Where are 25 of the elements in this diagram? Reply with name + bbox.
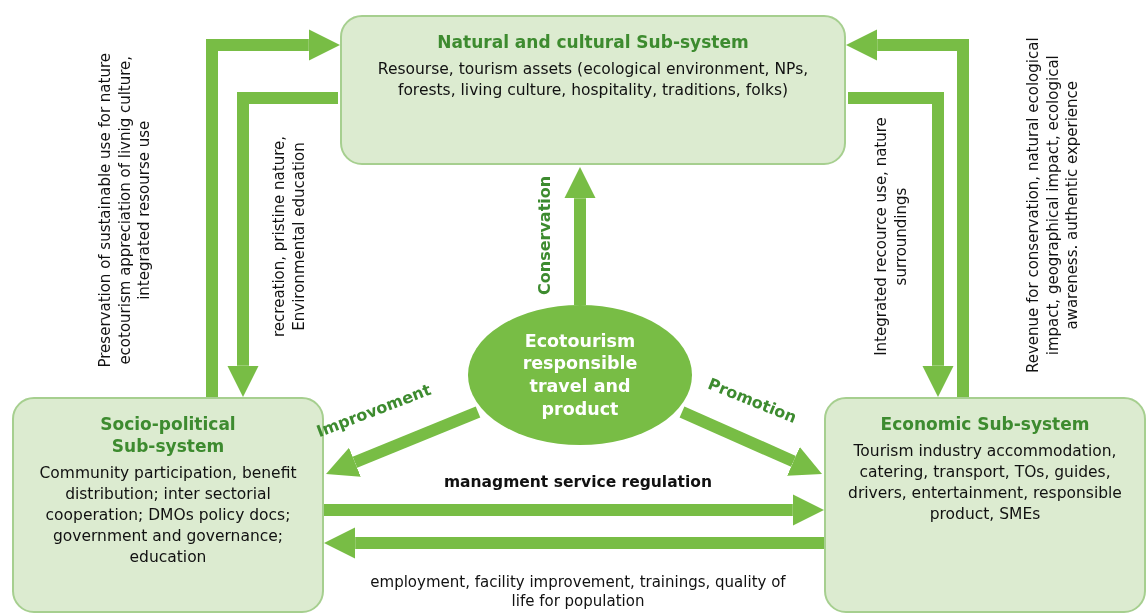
arrow [206,29,340,397]
node-description: Resourse, tourism assets (ecological environment, NPs, forests, living culture, hospitality, traditions, folks) [376,59,810,101]
arrow [324,494,824,526]
arrow [848,92,954,397]
arrow [846,29,969,397]
arrow [564,167,596,305]
subsystem-box [340,15,846,165]
node-description: Tourism industry accommodation, catering, transport, TOs, guides, drivers, entertainment, responsible product, SMEs [847,441,1123,525]
center-ellipse [468,305,692,445]
node-title: Socio-political Sub-system [99,413,237,458]
subsystem-box [824,397,1146,613]
arrow [324,527,824,559]
arrow [326,406,481,477]
node-title: Natural and cultural Sub-system [437,31,749,54]
node-description: Community participation, benefit distribution; inter sectorial cooperation; DMOs policy docs; government and governance; education [38,463,298,568]
edge-label: employment, facility improvement, trainings, quality of life for population [369,572,787,612]
node-title: Ecotourism responsible travel and product [521,329,639,421]
edge-label: Integrated recource use, nature surroundings [871,115,910,358]
edge-label: Preservation of sustainable use for nature ecotourism appreciation of livnig culture, integrated resourse use [95,51,154,369]
edge-label: Conservation [534,174,555,297]
edge-label: Revenue for conservation, natural ecological impact, geographical impact, ecological awareness. authentic experience [1023,35,1082,375]
node-title: Economic Sub-system [880,413,1090,436]
arrow [679,406,822,476]
edge-label: recreation, pristine nature, Environmental education [269,134,308,339]
edge-label: managment service regulation [442,472,714,493]
